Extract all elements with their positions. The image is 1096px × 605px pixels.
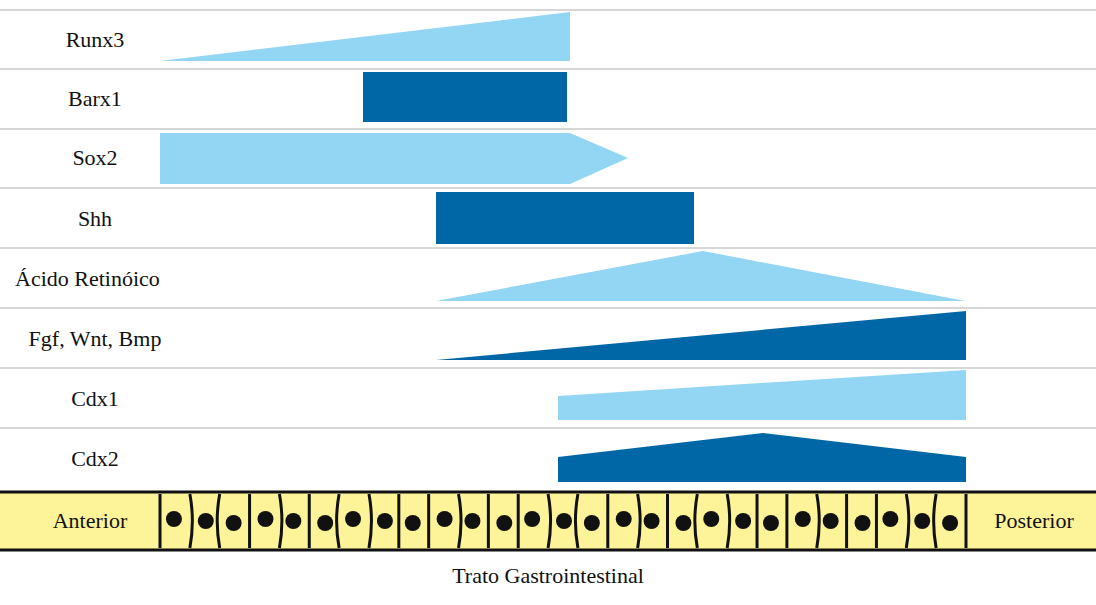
- cell-nucleus: [464, 513, 480, 529]
- cell-wall: [217, 494, 220, 548]
- cell-nucleus: [644, 513, 660, 529]
- cell-wall: [427, 494, 430, 548]
- cell-wall: [965, 494, 968, 548]
- axis-end-label: Posterior: [992, 508, 1075, 534]
- cell-nucleus: [437, 511, 453, 527]
- cell-wall: [337, 494, 340, 548]
- cdx2-peak: [558, 433, 966, 482]
- cell-wall: [875, 494, 878, 548]
- cell-wall: [638, 494, 641, 548]
- cell-nucleus: [675, 515, 691, 531]
- gene-label: Cdx1: [71, 386, 119, 412]
- axis-end-label: Anterior: [51, 508, 130, 534]
- cell-wall: [487, 494, 490, 548]
- gene-label: Barx1: [68, 86, 122, 112]
- cell-wall: [308, 494, 311, 548]
- gene-label: Cdx2: [71, 446, 119, 472]
- gene-label: Shh: [78, 206, 112, 232]
- cell-nucleus: [166, 511, 182, 527]
- cell-wall: [459, 494, 462, 548]
- cell-nucleus: [855, 515, 871, 531]
- runx3-gradient: [160, 12, 570, 61]
- cell-nucleus: [285, 513, 301, 529]
- epithelial-cells: [160, 494, 966, 548]
- row-dividers: [0, 10, 1096, 428]
- cell-nucleus: [703, 511, 719, 527]
- cell-wall: [575, 494, 578, 548]
- cell-wall: [279, 494, 282, 548]
- gene-label: Sox2: [72, 145, 117, 171]
- cell-nucleus: [914, 513, 930, 529]
- cell-wall: [934, 494, 937, 548]
- gene-label: Ácido Retinóico: [15, 266, 160, 292]
- shh-bar: [436, 192, 694, 244]
- cell-wall: [817, 494, 820, 548]
- cell-wall: [756, 494, 759, 548]
- cell-nucleus: [345, 511, 361, 527]
- cell-wall: [695, 494, 698, 548]
- epithelium-band: Anterior Posterior: [0, 494, 1096, 548]
- gene-label: Fgf, Wnt, Bmp: [29, 326, 162, 352]
- cell-wall: [517, 494, 520, 548]
- cell-nucleus: [496, 515, 512, 531]
- cell-wall: [548, 494, 551, 548]
- cell-nucleus: [524, 511, 540, 527]
- band-edge: [0, 491, 1096, 494]
- cell-wall: [666, 494, 669, 548]
- cell-nucleus: [198, 513, 214, 529]
- cell-wall: [606, 494, 609, 548]
- cell-nucleus: [257, 511, 273, 527]
- barx1-bar: [363, 72, 567, 122]
- cell-nucleus: [735, 513, 751, 529]
- band-edge: [0, 549, 1096, 552]
- epithelium-band: [0, 492, 1096, 550]
- cell-wall: [845, 494, 848, 548]
- cell-wall: [727, 494, 730, 548]
- cell-nucleus: [882, 511, 898, 527]
- cell-nucleus: [226, 515, 242, 531]
- cell-nucleus: [556, 513, 572, 529]
- cell-nucleus: [405, 515, 421, 531]
- cell-wall: [906, 494, 909, 548]
- cell-wall: [159, 494, 162, 548]
- cell-nucleus: [377, 513, 393, 529]
- cell-wall: [248, 494, 251, 548]
- cell-nucleus: [616, 511, 632, 527]
- cell-nucleus: [584, 515, 600, 531]
- cell-nucleus: [823, 513, 839, 529]
- cell-nucleus: [317, 515, 333, 531]
- cell-nucleus: [795, 511, 811, 527]
- sox2-arrow: [160, 133, 628, 184]
- cell-wall: [369, 494, 372, 548]
- cell-wall: [785, 494, 788, 548]
- fgf-wnt-bmp-gradient: [436, 311, 966, 360]
- gene-label: Runx3: [66, 27, 125, 53]
- cell-wall: [190, 494, 193, 548]
- cell-wall: [397, 494, 400, 548]
- caption: Trato Gastrointestinal: [452, 563, 644, 589]
- cell-nucleus: [763, 515, 779, 531]
- cdx1-gradient: [558, 370, 966, 420]
- cell-nucleus: [942, 515, 958, 531]
- retinoic-acid-peak: [436, 251, 965, 301]
